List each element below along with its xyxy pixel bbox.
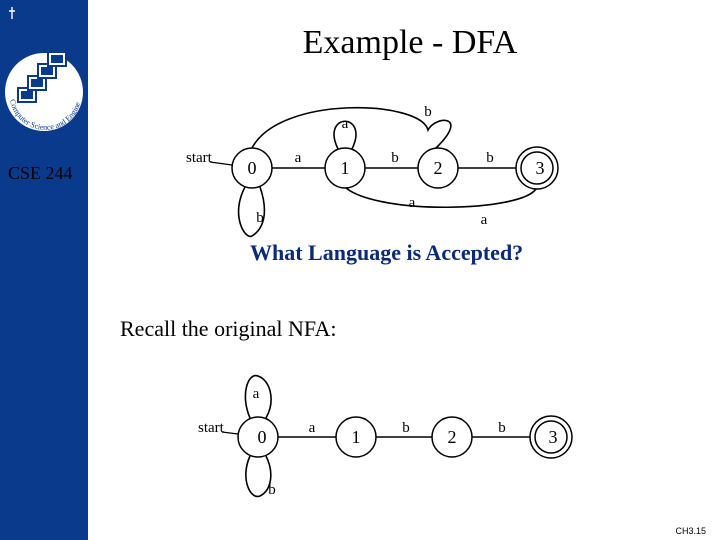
nfa-loop-bottom (245, 455, 272, 498)
nfa-label-2-3: b (498, 420, 506, 436)
nfa-loop-top (244, 374, 272, 419)
dfa-label-loop-0: b (256, 210, 264, 226)
dfa-label-2-0: b (424, 104, 432, 120)
computer-science-emblem: Computer Science and Engineering (0, 30, 85, 133)
dfa-label-0-1: a (295, 150, 302, 166)
dfa-start-label: start (186, 150, 213, 166)
nfa-state-2-label: 2 (448, 427, 457, 447)
dfa-start-arrow (209, 161, 233, 166)
nfa-label-0-1: a (309, 420, 316, 436)
nfa-label-1-2: b (402, 420, 410, 436)
nfa-start-label: start (198, 420, 225, 436)
nfa-label-loop-bottom: b (268, 482, 276, 498)
slide-title: Example - DFA (302, 24, 518, 61)
dfa-edge-2-0 (251, 106, 452, 149)
recall-text: Recall the original NFA: (120, 316, 337, 341)
dfa-edge-3-1 (345, 187, 537, 209)
nfa-state-1-label: 1 (352, 427, 361, 447)
nfa-label-loop-top: a (253, 386, 260, 402)
nfa-state-3-inner (534, 420, 568, 454)
dfa-label-1-2: b (391, 150, 399, 166)
nfa-state-3-label: 3 (549, 427, 558, 447)
uconn-logo: UCONN (4, 3, 87, 23)
dfa-state-3-label: 3 (536, 158, 545, 178)
question-heading: What Language is Accepted? (250, 240, 524, 265)
dfa-label-3-1-bottom: a (481, 212, 488, 228)
dfa-label-3-1: a (409, 195, 416, 211)
dfa-state-0-label: 0 (248, 158, 257, 178)
dfa-state-2-label: 2 (434, 158, 443, 178)
dfa-label-loop-1: a (342, 116, 349, 132)
nfa-start-arrow (221, 431, 239, 435)
dfa-label-2-3: b (486, 150, 494, 166)
uconn-wordmark: UCONN (23, 3, 87, 22)
dfa-state-3-inner (520, 151, 554, 185)
dfa-loop-1 (333, 120, 357, 150)
dfa-state-1-label: 1 (341, 158, 350, 178)
slide-id: CH3.15 (675, 526, 706, 536)
uconn-seal-icon (6, 4, 18, 22)
nfa-state-0-label: 0 (258, 427, 267, 447)
course-label: CSE 244 (8, 163, 73, 183)
dfa-loop-0 (237, 186, 266, 238)
